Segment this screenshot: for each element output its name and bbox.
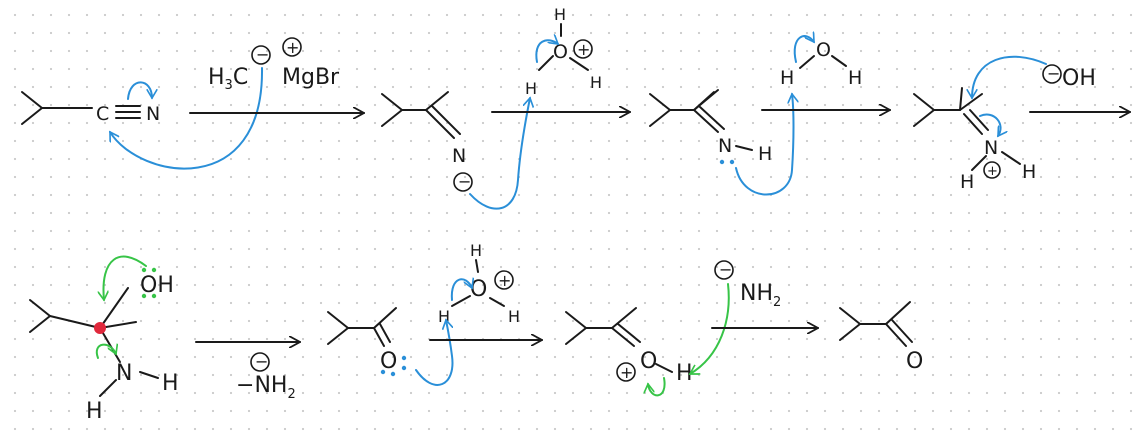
curved-arrow-triple-to-n — [127, 81, 152, 100]
protonated-ketone: O H + — [565, 307, 693, 386]
alpha-carbon-highlight — [94, 322, 106, 334]
mg-charge: + — [286, 38, 299, 57]
amine-nitrogen: N — [116, 361, 132, 386]
hydronium-1: H O + H H — [525, 5, 602, 98]
svg-text:OH: OH — [1062, 66, 1096, 91]
curved-arrow-lonepair-to-h — [735, 94, 794, 196]
svg-text:−: − — [719, 260, 732, 279]
curved-arrow-oh-bond-to-o — [535, 40, 558, 63]
curved-arrow-methyl-attack — [109, 67, 264, 170]
curved-arrow-oh-bond-2 — [450, 279, 472, 301]
svg-text:H: H — [438, 307, 450, 326]
curved-arrow-cn-bond-break — [95, 345, 116, 359]
svg-text:H: H — [590, 73, 602, 92]
nitrile-carbon: C — [96, 103, 109, 125]
svg-text:H: H — [960, 171, 974, 193]
nitrile-nitrogen: N — [146, 103, 160, 125]
iminium-molecule: N H H + — [913, 87, 1036, 193]
nitrile-molecule: C N — [21, 91, 160, 125]
svg-text:H: H — [780, 67, 794, 89]
oxonium-oxygen: O — [640, 349, 657, 374]
svg-text:H: H — [525, 79, 537, 98]
isopropyl-bonds — [21, 91, 43, 125]
curved-arrow-pi-to-n — [979, 113, 1001, 136]
svg-text:+: + — [498, 271, 511, 290]
water-1: O H H — [780, 39, 862, 89]
mgbr-label: MgBr — [282, 65, 340, 90]
imine-anion-nitrogen: N — [452, 145, 466, 167]
curved-arrow-n-to-h — [469, 98, 530, 210]
iminium-charge-circle — [983, 161, 1001, 179]
lone-pair-dots-o — [380, 355, 407, 377]
svg-text:H: H — [86, 399, 103, 424]
imine-nitrogen: N — [718, 135, 732, 157]
hydroxide: − OH — [1042, 64, 1096, 91]
curved-arrow-oxygen-lonepair — [103, 255, 147, 300]
ketone-oxygen: O — [906, 349, 923, 374]
svg-text:+: + — [620, 363, 633, 382]
svg-text:H: H — [676, 361, 693, 386]
carbanion-charge: − — [256, 45, 269, 64]
methyl-label: H3C — [208, 65, 248, 93]
iminium-nitrogen: N — [984, 137, 998, 159]
amide-base: − NH2 — [714, 260, 781, 310]
oxy-intermediate: O — [327, 307, 407, 377]
curved-arrow-hydroxide-attack — [972, 55, 1047, 98]
oxonium-charge-circle — [616, 362, 636, 382]
hydroxyl-group: OH — [140, 273, 174, 298]
svg-text:H: H — [758, 143, 772, 165]
grignard-reagent: H3C − + MgBr — [208, 37, 340, 93]
carbanion-charge-circle — [251, 45, 271, 65]
mg-charge-circle — [282, 37, 302, 57]
imine-molecule: N H — [649, 89, 772, 165]
svg-text:H: H — [848, 67, 862, 89]
intermediate-oxygen: O — [380, 349, 397, 374]
ketone-product: O — [839, 301, 923, 374]
svg-text:H: H — [554, 5, 566, 24]
lone-pair-dots — [719, 159, 735, 165]
svg-text:O: O — [553, 41, 568, 63]
curved-arrow-water-bond — [793, 36, 815, 63]
hydronium-2: H O + H H — [438, 241, 520, 326]
triple-bond — [115, 105, 141, 119]
tetrahedral-intermediate: OH N H H — [29, 267, 179, 424]
curved-arrow-oh-bond-3 — [648, 377, 666, 397]
svg-text:NH2: NH2 — [740, 281, 781, 310]
nitrogen-charge-circle — [453, 172, 473, 192]
svg-text:−: − — [1047, 64, 1060, 83]
curved-arrow-amide-to-h — [690, 283, 730, 375]
svg-text:O: O — [470, 277, 487, 302]
svg-text:H: H — [1022, 161, 1036, 183]
svg-text:O: O — [816, 39, 831, 61]
nitrogen-charge: − — [458, 172, 471, 191]
svg-text:H: H — [508, 307, 520, 326]
svg-text:H: H — [162, 371, 179, 396]
svg-text:+: + — [577, 40, 590, 59]
curved-arrow-o-to-h — [415, 320, 454, 386]
imine-anion-molecule: N − — [381, 91, 473, 192]
svg-text:−NH2: −NH2 — [236, 373, 296, 402]
lone-pair-dots-oh — [141, 267, 157, 299]
svg-text:+: + — [987, 164, 998, 179]
amide-leaving-group: − −NH2 — [236, 352, 296, 402]
svg-text:−: − — [255, 352, 268, 371]
svg-text:H: H — [470, 241, 482, 260]
